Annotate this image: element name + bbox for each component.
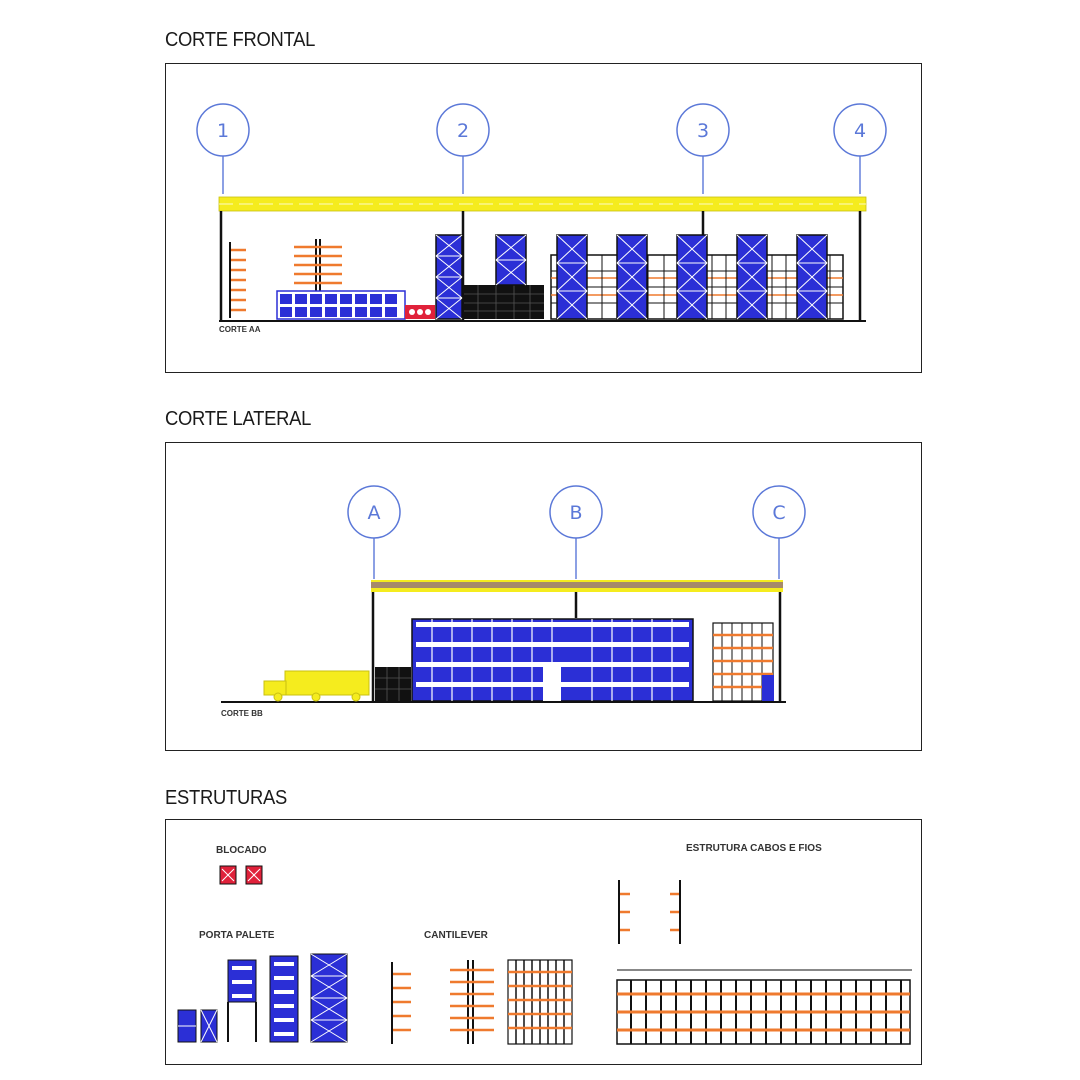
cantilever-single-side [391,962,411,1044]
grid-axis-label-3: 3 [697,120,709,142]
lateral-columns [371,592,782,703]
porta-palete-rack-double-deep [310,953,348,1043]
grid-axis-B: B [549,485,603,579]
porta-palete-rack-portal [227,959,257,1042]
cabos-fios-front-view [616,969,912,1045]
grid-axis-4: 4 [833,103,887,194]
grid-axis-1: 1 [196,103,250,194]
porta-palete-rack-small-2 [200,1009,218,1043]
estruturas-frame: BLOCADO PORTA PALETE CANTILEVER ESTRUTUR… [165,819,922,1065]
frontal-pallet-rack-tall [435,234,463,320]
lateral-cable-reels-block [375,667,411,701]
lateral-aisle-gap [543,667,561,701]
blocado-label: BLOCADO [216,845,267,856]
section-title-frontal: CORTE FRONTAL [165,29,316,51]
cantilever-label: CANTILEVER [424,930,489,941]
cantilever-double-side [450,960,494,1044]
frontal-cantilever-rack-left [229,242,246,318]
lateral-roof-truss [371,580,783,592]
estruturas-drawing: BLOCADO PORTA PALETE CANTILEVER ESTRUTUR… [177,843,912,1045]
lateral-section-drawing: A B C [221,485,806,718]
grid-axis-label-C: C [772,502,785,524]
frontal-pallet-rack-tower-1 [495,234,527,286]
frontal-low-pallet-rows [276,290,406,320]
porta-palete-rack-tall [269,955,299,1043]
cantilever-front-view [507,959,573,1045]
frontal-section-drawing: 1 2 3 4 [196,103,887,334]
frontal-section-frame: 1 2 3 4 [165,63,922,373]
grid-axis-3: 3 [676,103,730,194]
grid-axis-label-B: B [569,502,582,524]
frontal-pallet-rack-tower-6 [796,234,828,320]
grid-axis-label-A: A [368,502,381,524]
lateral-cantilever-rack [712,622,774,702]
frontal-pallet-rack-tower-5 [736,234,768,320]
grid-axis-label-1: 1 [217,120,229,142]
section-title-estruturas: ESTRUTURAS [165,787,287,809]
frontal-pallet-rack-tower-4 [676,234,708,320]
frontal-section-caption: CORTE AA [219,325,261,334]
grid-axis-C: C [752,485,806,579]
cabos-fios-side-view-2 [670,880,681,944]
cabos-fios-label: ESTRUTURA CABOS E FIOS [686,843,822,854]
section-title-lateral: CORTE LATERAL [165,408,312,430]
porta-palete-label: PORTA PALETE [199,930,275,941]
frontal-pallet-rack-tower-3 [616,234,648,320]
frontal-pallet-rack-tower-2 [556,234,588,320]
frontal-roof-truss [218,196,867,212]
lateral-section-caption: CORTE BB [221,709,263,718]
grid-axis-label-4: 4 [854,120,866,142]
lateral-section-frame: A B C [165,442,922,751]
grid-axis-label-2: 2 [457,120,469,142]
frontal-cable-reels-block [464,285,544,319]
grid-axis-2: 2 [436,103,490,194]
blocado-pallet-icon-1 [219,865,237,885]
grid-axis-A: A [347,485,401,579]
blocado-pallet-icon-2 [245,865,263,885]
porta-palete-rack-small-1 [177,1009,197,1043]
truck-outline [263,670,370,702]
lateral-pallet-rack-block [411,618,694,702]
cabos-fios-side-view-1 [618,880,630,944]
frontal-cantilever-rack-double [294,239,342,292]
frontal-blocado-red-pallets [405,305,435,319]
